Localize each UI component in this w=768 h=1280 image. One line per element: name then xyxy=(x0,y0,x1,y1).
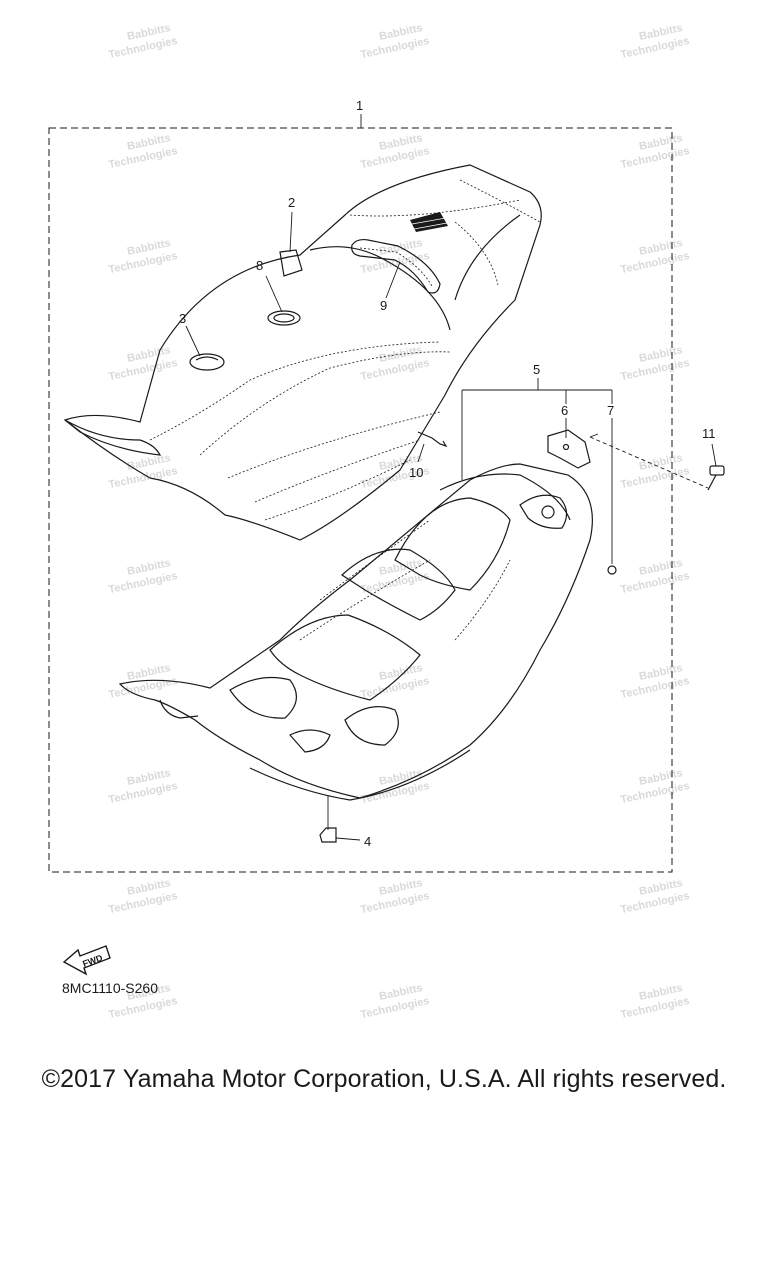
leader-8 xyxy=(265,275,283,313)
leader-11 xyxy=(711,443,717,467)
grommet xyxy=(267,310,301,326)
leader-bolt-axis xyxy=(589,436,709,489)
leader-3 xyxy=(185,325,201,357)
diagram-code: 8MC1110-S260 xyxy=(62,980,158,996)
lock-bracket-plate xyxy=(547,429,591,469)
copyright-notice: ©2017 Yamaha Motor Corporation, U.S.A. A… xyxy=(41,1065,727,1093)
bolt xyxy=(707,465,725,491)
nut xyxy=(607,565,617,575)
fwd-arrow-icon: FWD xyxy=(62,945,111,976)
callout-9: 9 xyxy=(380,298,387,313)
seat-bottom[interactable] xyxy=(118,463,593,801)
callout-8: 8 xyxy=(256,258,263,273)
seat-strap-tab xyxy=(279,249,303,277)
callout-5: 5 xyxy=(533,362,540,377)
leader-group-5 xyxy=(461,378,613,480)
grab-handle xyxy=(351,238,441,294)
callout-3: 3 xyxy=(179,311,186,326)
seat-upper[interactable] xyxy=(63,164,542,541)
callout-6: 6 xyxy=(561,403,568,418)
callout-4: 4 xyxy=(364,834,371,849)
callout-10: 10 xyxy=(409,465,423,480)
assembly-boundary xyxy=(48,127,673,873)
leader-9 xyxy=(385,261,401,299)
hook-clip xyxy=(417,431,448,448)
callout-2: 2 xyxy=(288,195,295,210)
seat-bracket xyxy=(319,827,337,843)
seat-logo-emblem xyxy=(410,212,448,232)
callout-11: 11 xyxy=(702,426,716,441)
leader-10 xyxy=(417,443,425,463)
callout-7: 7 xyxy=(607,403,614,418)
callout-1: 1 xyxy=(356,98,363,113)
leader-2 xyxy=(289,211,293,253)
damper-cap xyxy=(189,353,225,371)
